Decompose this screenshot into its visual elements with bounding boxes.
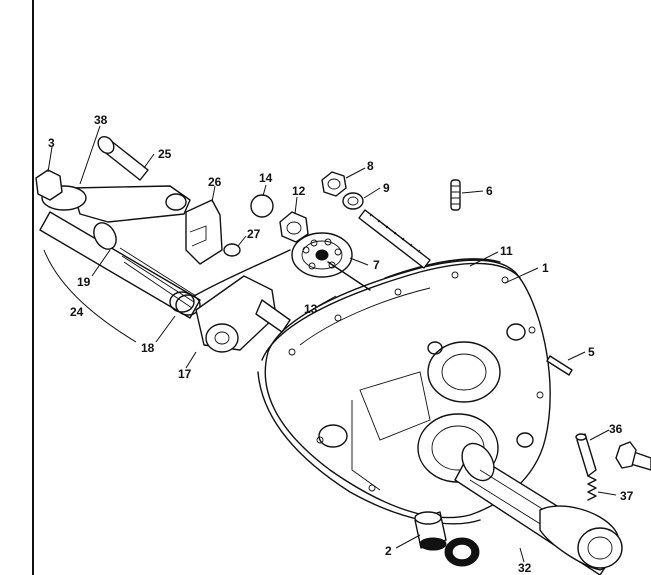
housing-upper-bore [427, 341, 501, 403]
dowel-stud [450, 179, 461, 211]
callout-25: 25 [158, 147, 172, 161]
assembly-brace [43, 249, 137, 343]
callout-1: 1 [542, 261, 549, 275]
plug-bolt [615, 441, 651, 471]
splined-shaft [39, 211, 201, 319]
stud [358, 209, 431, 269]
oil-seal [444, 537, 480, 567]
callout-26: 26 [208, 175, 222, 189]
callout-7: 7 [373, 258, 380, 272]
detent-ball [250, 194, 274, 218]
pivot-bolt [97, 136, 149, 181]
callout-17: 17 [178, 367, 192, 381]
callout-24: 24 [70, 305, 84, 319]
locknut [279, 211, 309, 243]
callout-19: 19 [77, 275, 91, 289]
callout-32: 32 [518, 561, 532, 575]
callout-8: 8 [367, 159, 374, 173]
leader-lines [47, 125, 617, 563]
plunger [575, 433, 597, 477]
callout-6: 6 [486, 184, 493, 198]
callout-18: 18 [141, 341, 155, 355]
housing-gasket [384, 258, 501, 279]
callout-9: 9 [383, 181, 390, 195]
nut [321, 171, 347, 197]
ball-bearing [291, 232, 353, 278]
callout-37: 37 [620, 489, 634, 503]
callout-2: 2 [385, 544, 392, 558]
callout-27: 27 [247, 227, 261, 241]
ratchet-plate [41, 185, 191, 223]
callout-11: 11 [500, 244, 513, 258]
callout-12: 12 [292, 184, 306, 198]
callout-38: 38 [94, 113, 108, 127]
callout-36: 36 [609, 422, 623, 436]
plunger-spring [587, 475, 597, 501]
circlip [223, 243, 241, 257]
output-shaft [454, 442, 623, 575]
bush [414, 511, 447, 551]
selector-quadrant [185, 199, 223, 265]
housing-bolt-holes [288, 271, 544, 492]
callout-13: 13 [304, 302, 318, 316]
callout-5: 5 [588, 345, 595, 359]
callout-3: 3 [48, 136, 55, 150]
callout-14: 14 [259, 171, 273, 185]
operating-lever [195, 275, 291, 353]
return-spring [169, 249, 291, 316]
pin [546, 355, 573, 376]
callout-labels: 1 2 3 5 6 7 8 9 11 12 13 14 17 18 19 24 … [48, 113, 634, 575]
washer [342, 192, 364, 210]
selector-shaft [327, 261, 371, 291]
